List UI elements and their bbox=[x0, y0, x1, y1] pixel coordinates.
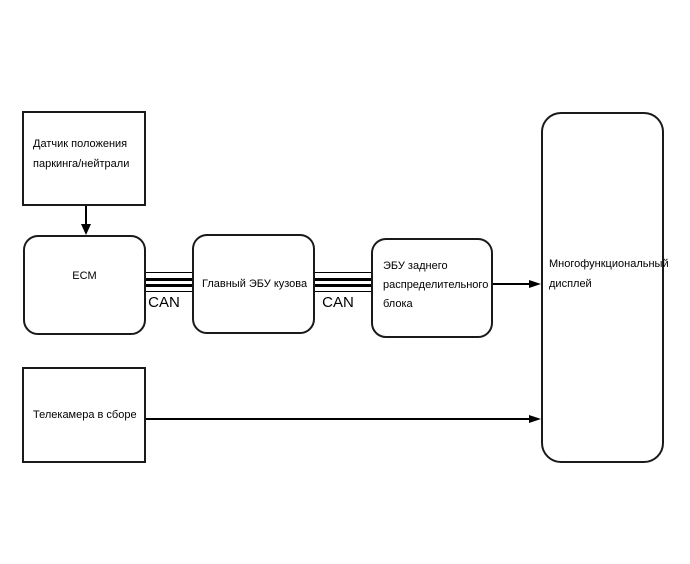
connector-sensor-to-ecm bbox=[85, 206, 87, 226]
node-ecm: ECM bbox=[23, 235, 146, 335]
node-label: Телекамера в сборе bbox=[33, 409, 137, 421]
can-bus-label: CAN bbox=[322, 294, 354, 311]
node-label: ECM bbox=[72, 270, 97, 282]
node-label-line: дисплей bbox=[549, 277, 592, 290]
node-label-line: распределительного bbox=[383, 278, 489, 291]
node-multifunction-display: Многофункциональный дисплей bbox=[541, 112, 669, 463]
connector-camera-to-display bbox=[146, 418, 529, 420]
node-label-line: Датчик положения bbox=[33, 137, 128, 150]
node-main-body-ecu: Главный ЭБУ кузова bbox=[192, 234, 315, 334]
node-park-neutral-position-sensor: Датчик положения паркинга/нейтрали bbox=[22, 111, 146, 206]
node-label-line: паркинга/нейтрали bbox=[33, 157, 130, 170]
can-bus-label: CAN bbox=[148, 294, 180, 311]
arrowhead-right-icon bbox=[529, 414, 541, 423]
arrowhead-down-icon bbox=[81, 224, 91, 235]
can-bus-line-main-body-ecu-to-rear-junction-ecu bbox=[315, 272, 371, 292]
arrowhead-right-icon bbox=[529, 279, 541, 288]
node-television-camera-assembly: Телекамера в сборе bbox=[22, 367, 146, 463]
node-label-line: ЭБУ заднего bbox=[383, 259, 448, 272]
can-bus-line-ecm-to-main-body-ecu bbox=[146, 272, 192, 292]
node-label: Главный ЭБУ кузова bbox=[202, 278, 308, 290]
node-rear-junction-block-ecu: ЭБУ заднего распределительного блока bbox=[371, 238, 493, 338]
node-label-line: блока bbox=[383, 297, 413, 310]
connector-rear-junction-ecu-to-display bbox=[493, 283, 531, 285]
node-label-line: Многофункциональный bbox=[549, 257, 669, 270]
